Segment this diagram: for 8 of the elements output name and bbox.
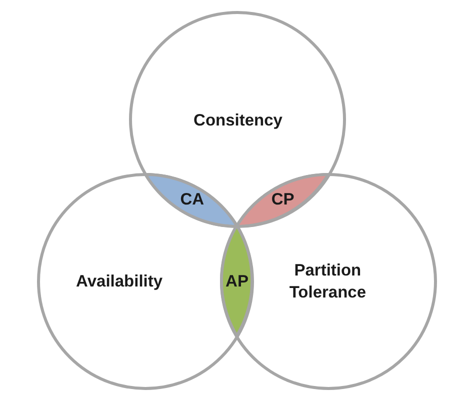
overlap-label: CA [180,189,204,210]
overlap-region [144,172,238,228]
set-label: Consitency [194,110,282,132]
set-label: Partition Tolerance [288,260,368,304]
overlap-label: CP [271,189,294,210]
set-label: Availability [76,271,163,292]
overlap-label: AP [226,271,248,292]
venn-circle [219,172,438,391]
